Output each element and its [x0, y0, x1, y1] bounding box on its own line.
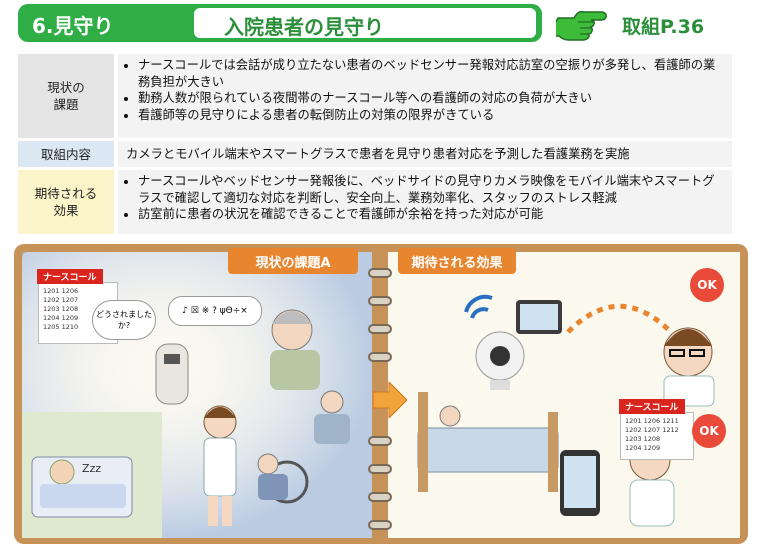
spiral-ring	[368, 352, 392, 362]
initiative-content: カメラとモバイル端末やスマートグラスで患者を見守り患者対応を予測した看護業務を実…	[118, 141, 732, 167]
effects-content: ナースコールやベッドセンサー発報後に、ベッドサイドの見守りカメラ映像をモバイル端…	[118, 170, 732, 234]
issues-content: ナースコールでは会話が成り立たない患者のベッドセンサー発報対応訪室の空振りが多発…	[118, 54, 732, 138]
spiral-ring	[368, 436, 392, 446]
effects-row: 期待される効果 ナースコールやベッドセンサー発報後に、ベッドサイドの見守りカメラ…	[18, 170, 732, 234]
wifi-icon	[464, 294, 493, 319]
nurse-call-remote	[155, 343, 189, 405]
issues-row: 現状の課題 ナースコールでは会話が成り立たない患者のベッドセンサー発報対応訪室の…	[18, 54, 732, 138]
section-header: 6.見守り 入院患者の見守り	[18, 4, 542, 42]
effects-label: 期待される効果	[18, 170, 114, 234]
expected-effect-tag: 期待される効果	[398, 248, 516, 274]
initiative-label: 取組内容	[18, 141, 114, 167]
speech-bubble-garbled: ♪ ☒ ※ ? ψΘ÷×	[168, 296, 262, 326]
spiral-ring	[368, 520, 392, 530]
effect-item: 訪室前に患者の状況を確認できることで看護師が余裕を持った対応が可能	[138, 206, 726, 223]
current-issue-tag: 現状の課題A	[228, 248, 358, 274]
speech-bubble-question: どうされましたか?	[92, 300, 156, 340]
spiral-ring	[368, 464, 392, 474]
issue-item: ナースコールでは会話が成り立たない患者のベッドセンサー発報対応訪室の空振りが多発…	[138, 57, 726, 90]
reference-label: 取組P.36	[622, 16, 705, 38]
issue-item: 看護師等の見守りによる患者の転倒防止の対策の限界がきている	[138, 107, 726, 124]
nurse-call-title: ナースコール	[619, 399, 685, 414]
transition-arrow-icon	[373, 382, 407, 418]
ok-badge: OK	[690, 268, 724, 302]
spiral-ring	[368, 296, 392, 306]
pointing-hand-icon	[556, 10, 607, 41]
spiral-ring	[368, 492, 392, 502]
nurse-call-title: ナースコール	[37, 269, 103, 284]
notebook-right-page	[388, 252, 740, 538]
initiative-row: 取組内容 カメラとモバイル端末やスマートグラスで患者を見守り患者対応を予測した看…	[18, 141, 732, 167]
spiral-ring	[368, 268, 392, 278]
section-number: 6.見守り	[32, 14, 114, 38]
spiral-ring	[368, 324, 392, 334]
title-box: 入院患者の見守り	[194, 8, 536, 39]
ok-badge: OK	[692, 414, 726, 448]
expected-effect-illustration	[388, 252, 740, 538]
sleeping-patient	[49, 459, 75, 485]
issue-item: 勤務人数が限られている夜間帯のナースコール等への看護師の対応の負荷が大きい	[138, 90, 726, 107]
issues-label: 現状の課題	[18, 54, 114, 138]
patient-in-bed	[439, 405, 461, 427]
nurse-call-panel-right: ナースコール 1201 1206 1211 1202 1207 1212 120…	[619, 399, 694, 460]
page-title: 入院患者の見守り	[224, 15, 384, 39]
sleep-text: Zzz	[82, 462, 102, 475]
effect-item: ナースコールやベッドセンサー発報後に、ベッドサイドの見守りカメラ映像をモバイル端…	[138, 173, 726, 206]
